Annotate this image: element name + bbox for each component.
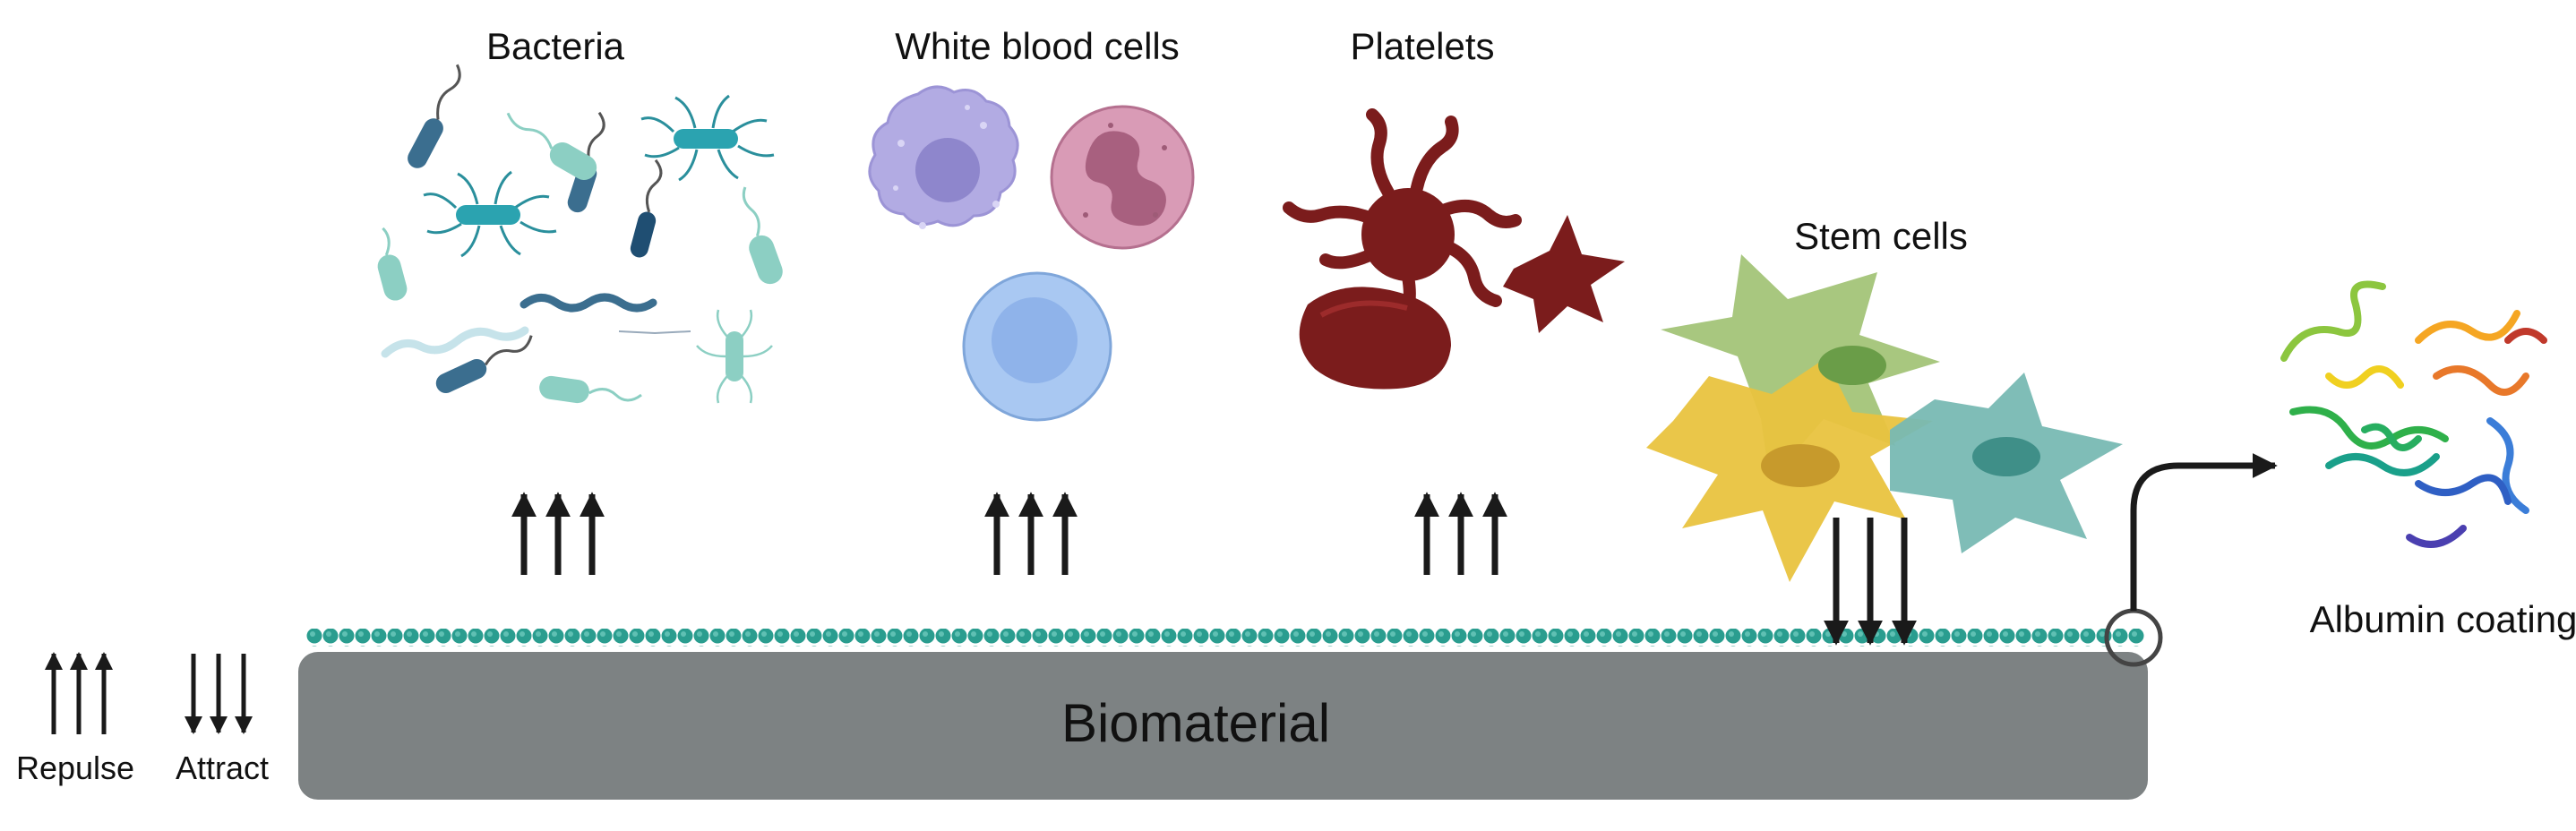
legend-attract-icon [185, 654, 253, 734]
stem-cells-label: Stem cells [1794, 215, 1968, 257]
biomaterial-slab [298, 652, 2148, 800]
albumin-protein [2280, 280, 2547, 548]
callout-arrow [2130, 453, 2278, 611]
repulse-arrows-wbc [997, 494, 1065, 575]
stem-cells-cluster [1646, 254, 2123, 582]
legend-repulse-label: Repulse [16, 750, 134, 786]
platelets-cluster [1283, 108, 1625, 390]
platelets-label: Platelets [1350, 25, 1494, 67]
legend-repulse-icon [45, 652, 113, 734]
white-blood-cells-label: White blood cells [895, 25, 1179, 67]
albumin-coating-label: Albumin coating [2310, 598, 2576, 640]
bacteria-cluster [377, 64, 783, 404]
attract-arrows-stem-cells [1824, 518, 1917, 646]
biomaterial-label: Biomaterial [1061, 693, 1330, 753]
repulse-arrows-bacteria [524, 494, 592, 575]
white-blood-cells-cluster [868, 85, 1195, 422]
legend-attract-label: Attract [176, 750, 269, 786]
bacteria-label: Bacteria [486, 25, 625, 67]
repulse-arrows-platelets [1427, 494, 1495, 575]
albumin-coating-layer [306, 629, 2144, 647]
